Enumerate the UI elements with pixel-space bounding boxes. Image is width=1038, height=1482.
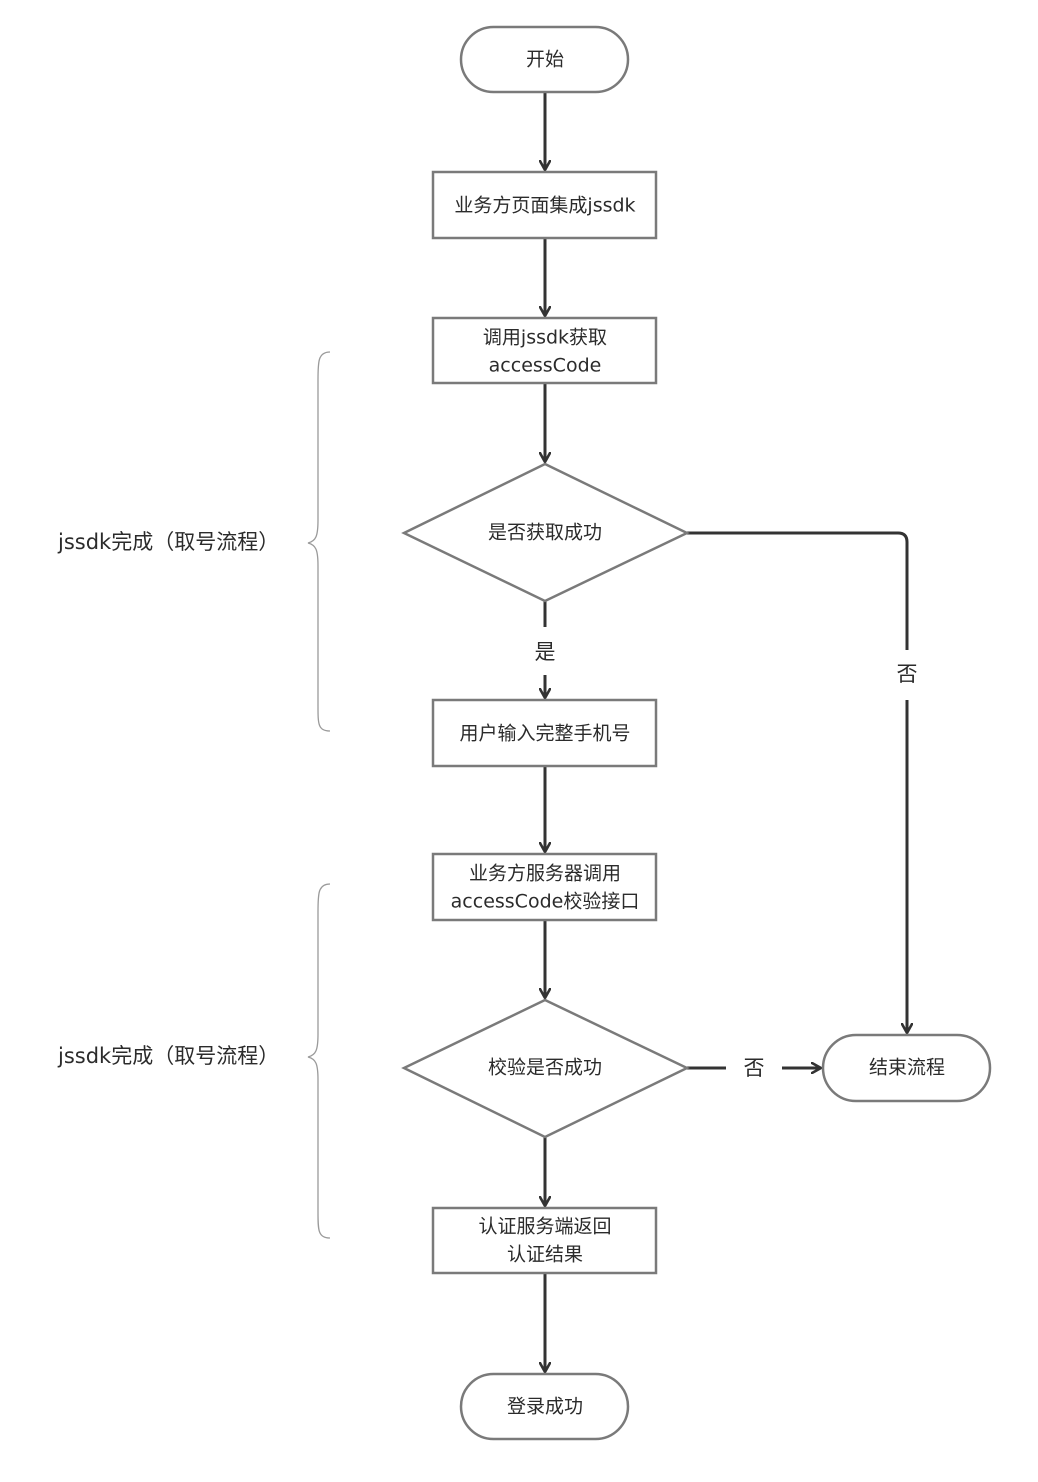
node-decision-verify-shape xyxy=(401,998,690,1139)
group2-label: jssdk完成（取号流程） xyxy=(57,1044,279,1068)
node-decision-get-shape xyxy=(401,462,690,603)
edge-label-no-verify: 否 xyxy=(744,1056,765,1080)
node-decision-get-label: 是否获取成功 xyxy=(488,522,602,544)
node-return-result: 认证服务端返回 认证结果 xyxy=(431,1206,658,1275)
edge-label-yes: 是 xyxy=(535,640,556,664)
node-start-label: 开始 xyxy=(526,49,564,71)
node-call-jssdk: 调用jssdk获取 accessCode xyxy=(431,316,658,385)
node-login-success: 登录成功 xyxy=(459,1372,630,1441)
node-return-result-line2: 认证结果 xyxy=(507,1244,583,1266)
node-login-success-label: 登录成功 xyxy=(507,1396,583,1418)
group2-brace xyxy=(307,883,331,1239)
node-start: 开始 xyxy=(459,25,630,94)
edge-decision-no-top xyxy=(687,531,909,650)
node-decision-verify: 校验是否成功 xyxy=(401,998,690,1139)
node-verify-shape xyxy=(431,852,658,922)
node-call-jssdk-line2: accessCode xyxy=(489,355,602,377)
group1-label: jssdk完成（取号流程） xyxy=(57,530,279,554)
node-start-shape xyxy=(459,25,630,94)
node-input-phone: 用户输入完整手机号 xyxy=(431,698,658,768)
node-input-phone-label: 用户输入完整手机号 xyxy=(459,723,630,745)
node-verify-line2: accessCode校验接口 xyxy=(451,891,640,913)
node-return-result-shape xyxy=(431,1206,658,1275)
edge-label-no-right: 否 xyxy=(897,662,918,686)
node-end-flow: 结束流程 xyxy=(821,1033,992,1103)
node-integrate-shape xyxy=(431,170,658,240)
node-call-jssdk-line1: 调用jssdk获取 xyxy=(483,327,607,349)
node-verify: 业务方服务器调用 accessCode校验接口 xyxy=(431,852,658,922)
node-return-result-line1: 认证服务端返回 xyxy=(478,1216,611,1238)
node-end-flow-label: 结束流程 xyxy=(869,1057,945,1079)
node-login-success-shape xyxy=(459,1372,630,1441)
node-end-flow-shape xyxy=(821,1033,992,1103)
node-input-phone-shape xyxy=(431,698,658,768)
node-decision-verify-label: 校验是否成功 xyxy=(488,1057,602,1079)
group1-brace xyxy=(307,351,331,732)
node-decision-get: 是否获取成功 xyxy=(401,462,690,603)
node-integrate: 业务方页面集成jssdk xyxy=(431,170,658,240)
node-integrate-label: 业务方页面集成jssdk xyxy=(454,195,635,217)
node-call-jssdk-shape xyxy=(431,316,658,385)
node-verify-line1: 业务方服务器调用 xyxy=(469,863,621,885)
